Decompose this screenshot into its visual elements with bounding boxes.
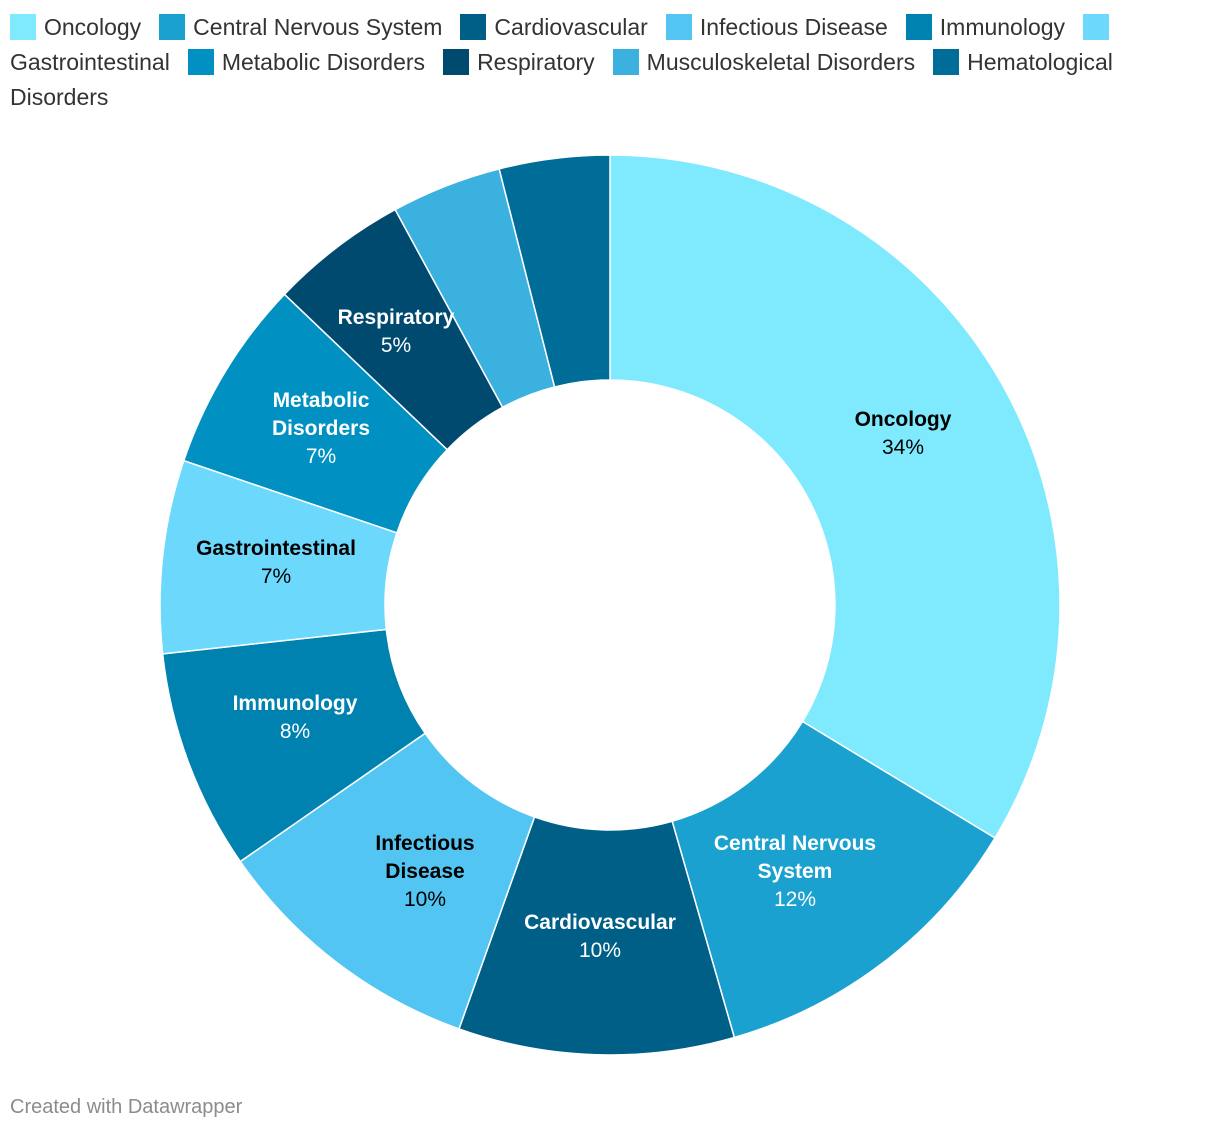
slice-label-central-nervous-system: System [758, 860, 833, 883]
legend-label: Gastrointestinal [10, 49, 170, 75]
slice-label-infectious-disease: Disease [385, 860, 464, 883]
legend-item-oncology: Oncology [10, 14, 141, 40]
legend-label: Infectious Disease [699, 14, 888, 40]
slice-value-metabolic-disorders: 7% [306, 445, 336, 468]
legend-item-musculoskeletal-disorders: Musculoskeletal Disorders [612, 49, 916, 75]
legend-label: Musculoskeletal Disorders [646, 49, 916, 75]
legend-item-metabolic-disorders: Metabolic Disorders [187, 49, 426, 75]
legend-item-respiratory: Respiratory [443, 49, 595, 75]
legend-label: Hematological Disorders [10, 49, 1113, 110]
legend-swatch [159, 14, 186, 40]
legend-swatch [1083, 14, 1110, 40]
slice-value-infectious-disease: 10% [404, 888, 446, 911]
legend-swatch [665, 14, 692, 40]
legend-item-immunology: Immunology [905, 14, 1066, 40]
legend-label: Respiratory [477, 49, 595, 75]
slice-value-cardiovascular: 10% [579, 939, 621, 962]
legend-swatch [187, 49, 214, 75]
legend-label: Central Nervous System [193, 14, 443, 40]
slice-value-central-nervous-system: 12% [774, 888, 816, 911]
legend-item-central-nervous-system: Central Nervous System [159, 14, 442, 40]
slice-central-nervous-system [671, 720, 996, 1039]
slice-label-metabolic-disorders: Disorders [272, 417, 370, 440]
slice-label-metabolic-disorders: Metabolic [273, 389, 370, 412]
slice-value-immunology: 8% [280, 720, 310, 743]
legend-item-cardiovascular: Cardiovascular [460, 14, 648, 40]
legend-swatch [10, 14, 36, 40]
legend-swatch [460, 14, 487, 40]
slice-hematological-disorders [498, 154, 611, 388]
legend-item-hematological-disorders: Hematological Disorders [10, 49, 1113, 110]
legend-label: Oncology [44, 14, 142, 40]
legend-label: Immunology [939, 14, 1066, 40]
slice-value-oncology: 34% [882, 436, 924, 459]
slice-oncology [609, 154, 1061, 840]
slice-label-immunology: Immunology [233, 692, 358, 715]
legend-item-gastrointestinal: Gastrointestinal [10, 14, 1117, 75]
slice-label-infectious-disease: Infectious [375, 832, 474, 855]
legend-swatch [612, 49, 639, 75]
legend-label: Metabolic Disorders [221, 49, 426, 75]
legend-item-infectious-disease: Infectious Disease [665, 14, 888, 40]
chart-legend: Oncology Central Nervous System Cardiovasc… [10, 10, 1215, 115]
legend-swatch [443, 49, 470, 75]
slice-label-central-nervous-system: Central Nervous [714, 832, 876, 855]
legend-label: Cardiovascular [494, 14, 648, 40]
slice-value-gastrointestinal: 7% [261, 565, 291, 588]
legend-swatch [905, 14, 932, 40]
slice-label-respiratory: Respiratory [338, 306, 455, 329]
footer-credit: Created with Datawrapper [10, 1096, 243, 1118]
slice-value-respiratory: 5% [381, 334, 411, 357]
slice-label-cardiovascular: Cardiovascular [524, 911, 676, 934]
legend-swatch [933, 49, 960, 75]
slice-label-gastrointestinal: Gastrointestinal [196, 537, 356, 560]
slice-label-oncology: Oncology [855, 408, 952, 431]
